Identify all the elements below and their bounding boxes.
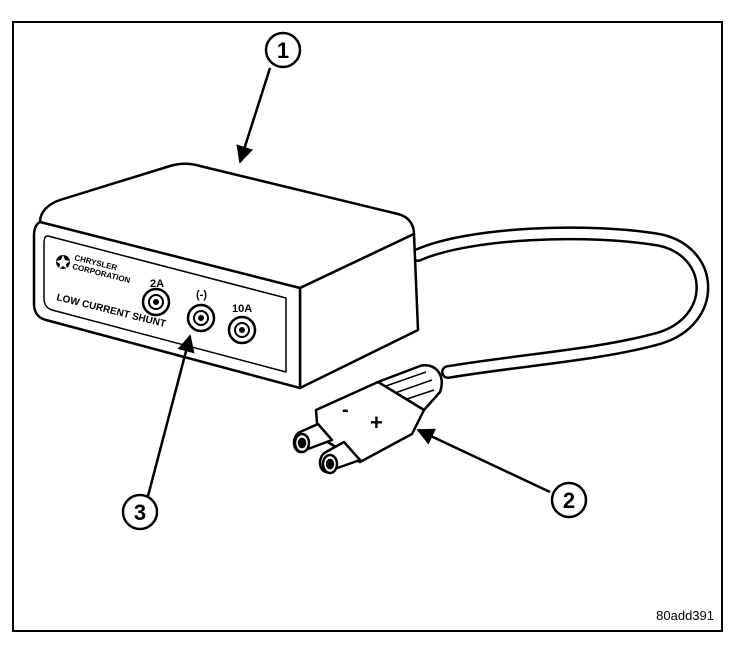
figure-id: 80add391 (656, 608, 714, 623)
callout-3-number: 3 (134, 500, 146, 525)
cable (411, 226, 710, 379)
callout-2: 2 (550, 481, 588, 519)
callout-1-number: 1 (277, 38, 289, 63)
callout-2-number: 2 (563, 488, 575, 513)
plug-plus-sign: + (370, 410, 383, 435)
callout-3: 3 (121, 493, 159, 531)
pentastar-logo (56, 255, 70, 269)
jack-2a (141, 287, 171, 317)
jack-negative (186, 303, 216, 333)
plug-minus-sign: - (342, 399, 349, 421)
figure-border (12, 21, 723, 632)
jack-label-minus: (-) (196, 289, 207, 301)
callout-1: 1 (264, 31, 302, 69)
test-plug (292, 364, 443, 475)
jack-label-10a: 10A (232, 303, 252, 315)
callout-3-arrow (146, 334, 195, 497)
jack-10a (227, 315, 257, 345)
jack-label-2a: 2A (150, 278, 164, 290)
callout-2-arrow (416, 428, 551, 494)
callout-1-arrow (236, 67, 272, 164)
low-current-shunt-box (32, 162, 420, 390)
